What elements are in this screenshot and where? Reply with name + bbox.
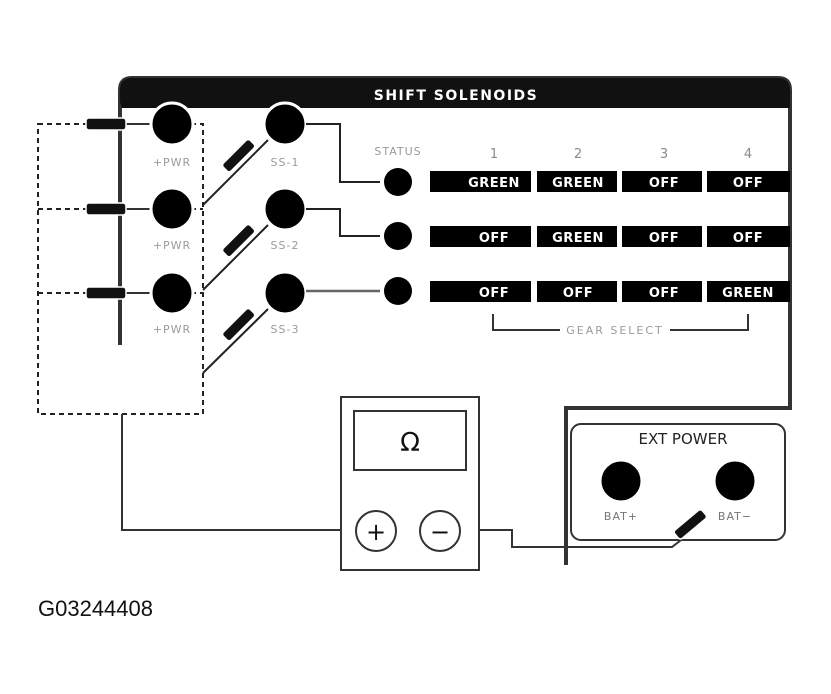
ss-jack-2[interactable]: SS-2: [262, 186, 308, 252]
pwr-label: +PWR: [153, 239, 191, 252]
pwr-jack-icon: [149, 186, 195, 232]
ss-jack-1[interactable]: SS-1: [262, 101, 308, 169]
plus-icon: +: [366, 518, 386, 546]
pwr-jack-icon: [149, 101, 195, 147]
status-cell: [537, 171, 617, 192]
column-number: 1: [490, 147, 498, 162]
status-cell: [430, 226, 531, 247]
status-label: STATUS: [374, 145, 421, 158]
figure-id: G03244408: [38, 596, 153, 621]
pwr-jack-1[interactable]: +PWR: [149, 101, 195, 169]
ext-power-panel: EXT POWER BAT+ BAT−: [570, 423, 786, 541]
ss-label: SS-3: [271, 323, 300, 336]
bat-plus-jack[interactable]: [598, 458, 644, 504]
pwr-label: +PWR: [153, 323, 191, 336]
cell-value: OFF: [649, 176, 679, 191]
ohm-icon: Ω: [400, 428, 420, 458]
cell-value: OFF: [733, 176, 763, 191]
ss-probe-3: [202, 307, 269, 374]
cell-value: OFF: [563, 286, 593, 301]
ss-label: SS-1: [271, 156, 300, 169]
ohmmeter: Ω + −: [340, 396, 480, 571]
status-cell: [622, 281, 702, 302]
ss-jack-3[interactable]: SS-3: [262, 270, 308, 336]
column-number: 4: [744, 147, 752, 162]
pwr-jack-2[interactable]: +PWR: [149, 186, 195, 252]
pwr-jack-icon: [149, 270, 195, 316]
ss-jack-icon: [262, 186, 308, 232]
cell-value: OFF: [649, 231, 679, 246]
probe-icon: [85, 286, 127, 300]
cell-value: OFF: [649, 286, 679, 301]
ss-label: SS-2: [271, 239, 300, 252]
ss-jack-icon: [262, 270, 308, 316]
status-cell: [537, 226, 617, 247]
header-title: SHIFT SOLENOIDS: [374, 88, 539, 104]
ext-power-title: EXT POWER: [638, 430, 727, 448]
status-cell: [622, 226, 702, 247]
cell-value: OFF: [479, 231, 509, 246]
probe-icon: [673, 509, 708, 540]
status-cell: [537, 281, 617, 302]
meter-display: [353, 410, 467, 471]
gear-select-bracket: [492, 314, 749, 331]
column-number: 2: [574, 147, 582, 162]
minus-icon: −: [430, 518, 450, 546]
cell-value: GREEN: [552, 231, 604, 246]
minus-terminal[interactable]: [419, 510, 461, 552]
pwr-label: +PWR: [153, 156, 191, 169]
status-cell: [622, 171, 702, 192]
column-number: 3: [660, 147, 668, 162]
status-cell: [707, 171, 790, 192]
ss-probe-1: [202, 138, 269, 206]
bat-plus-label: BAT+: [604, 510, 638, 523]
cell-value: GREEN: [552, 176, 604, 191]
status-led-1: [384, 168, 412, 196]
status-led-2: [384, 222, 412, 250]
plus-terminal[interactable]: [355, 510, 397, 552]
probe-icon: [85, 117, 127, 131]
status-cell: [430, 171, 531, 192]
pwr-jack-3[interactable]: +PWR: [149, 270, 195, 336]
cell-value: GREEN: [468, 176, 520, 191]
ss-jack-icon: [262, 101, 308, 147]
cell-value: GREEN: [722, 286, 774, 301]
ss-probe-2: [202, 223, 269, 291]
bat-minus-label: BAT−: [718, 510, 752, 523]
tester-header-bar: [120, 78, 790, 108]
status-cell: [707, 226, 790, 247]
cell-value: OFF: [479, 286, 509, 301]
status-cell: [430, 281, 531, 302]
gear-select-label: GEAR SELECT: [566, 324, 664, 337]
status-led-3: [384, 277, 412, 305]
status-cell: [707, 281, 790, 302]
cell-value: OFF: [733, 231, 763, 246]
bat-minus-jack[interactable]: [712, 458, 758, 504]
probe-icon: [85, 202, 127, 216]
